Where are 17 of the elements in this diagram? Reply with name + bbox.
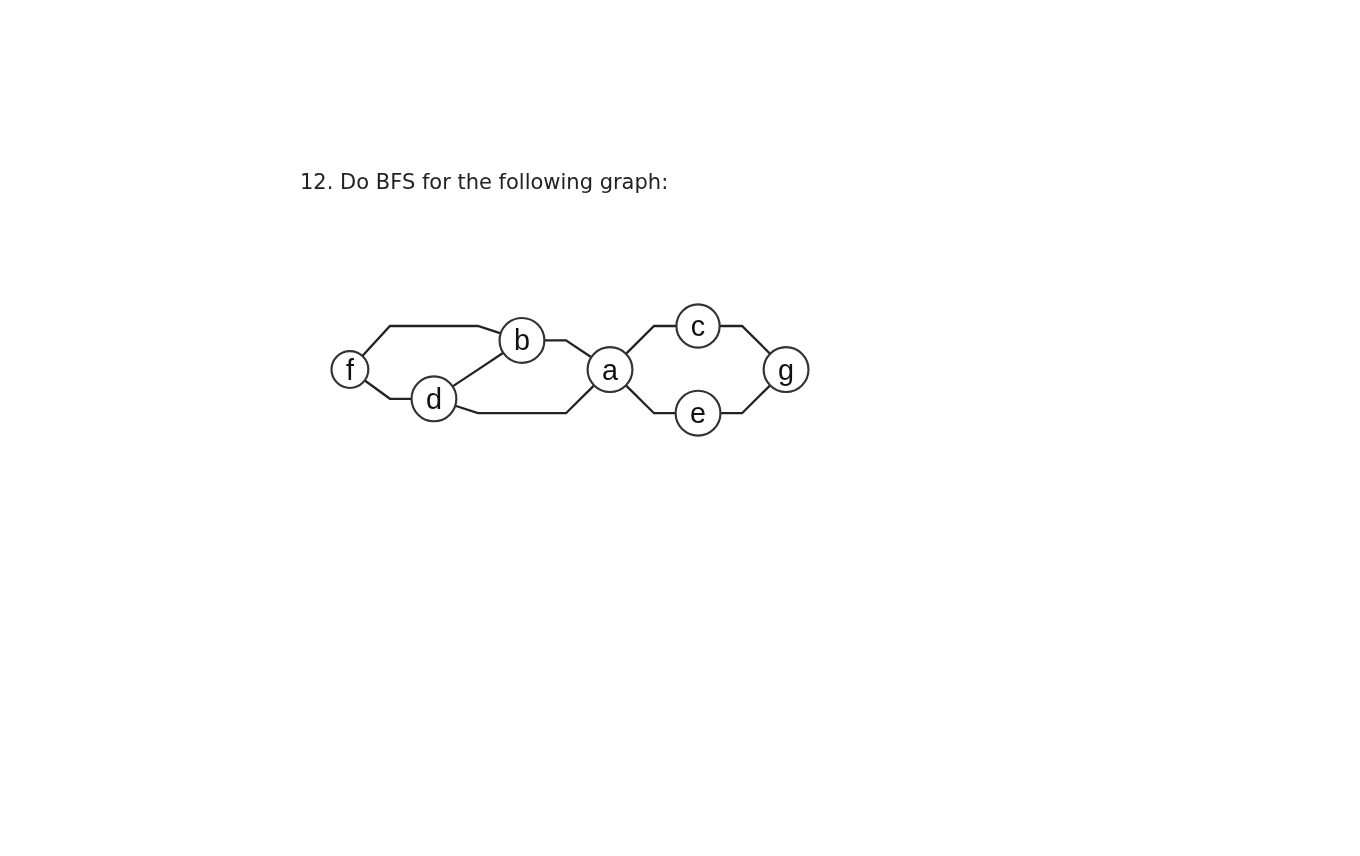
connector [361, 324, 502, 357]
connector [364, 379, 412, 400]
question-heading: 12. Do BFS for the following graph: [300, 170, 669, 194]
node-circle: e [674, 389, 722, 437]
node-circle: f [330, 350, 370, 390]
node-circle: g [762, 346, 810, 394]
connector [719, 324, 771, 355]
connector [625, 384, 676, 415]
node-circle: c [675, 303, 721, 349]
node-circle: b [498, 316, 546, 364]
connector [452, 351, 504, 388]
connector [720, 384, 771, 415]
connector [454, 384, 595, 415]
node-circle: a [586, 346, 634, 394]
connector [625, 324, 677, 355]
node-circle: d [410, 375, 458, 423]
connector [544, 339, 592, 359]
